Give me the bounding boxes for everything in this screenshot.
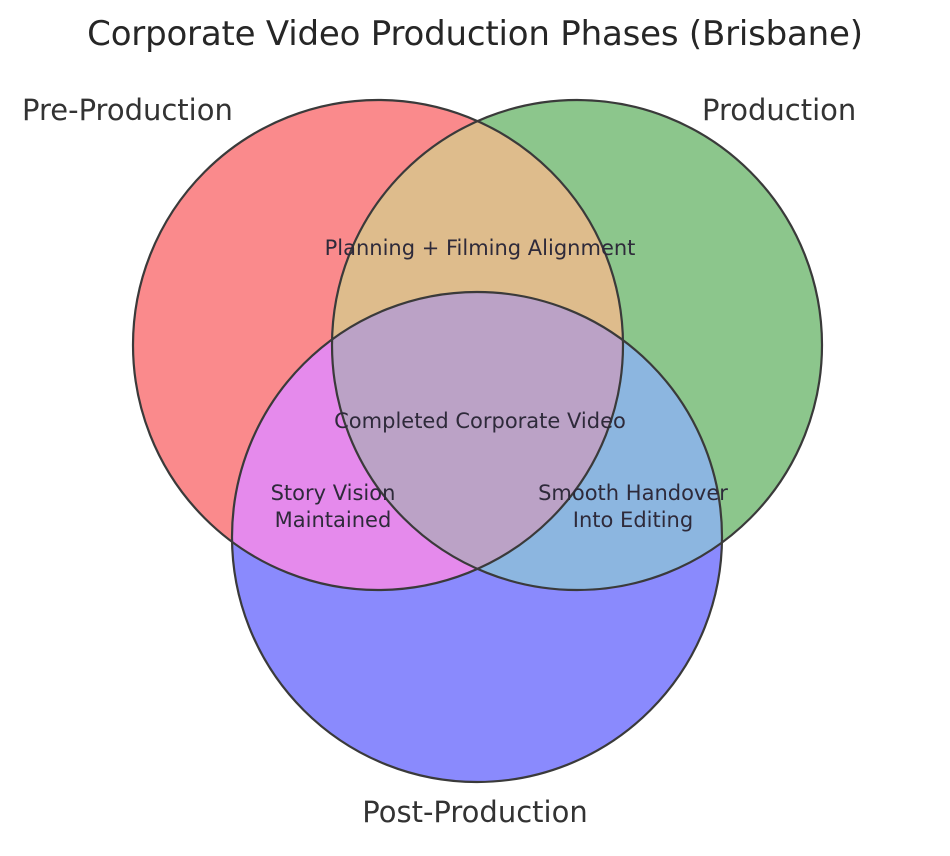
- region-all-three: [332, 292, 623, 590]
- set-label-production: Production: [702, 93, 857, 127]
- circle-outline-post-production: [230, 290, 724, 784]
- circle-outline-production: [330, 98, 824, 592]
- set-label-pre-production: Pre-Production: [22, 93, 233, 127]
- set-label-post-production: Post-Production: [362, 795, 588, 829]
- circle-outline-pre-production: [131, 98, 625, 592]
- diagram-title: Corporate Video Production Phases (Brisb…: [87, 14, 863, 54]
